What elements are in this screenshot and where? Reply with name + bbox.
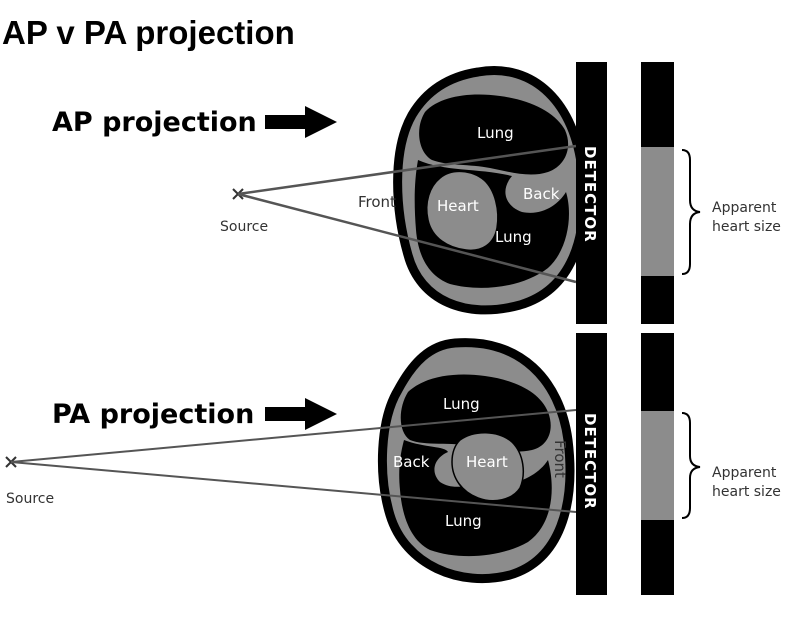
ap-lung-top <box>419 94 569 175</box>
pa-body-section: Lung Back Heart Lung Front <box>377 338 575 583</box>
pa-image-strip <box>641 333 674 595</box>
pa-back-label: Back <box>393 453 430 471</box>
ap-bracket <box>681 149 701 275</box>
pa-front-label: Front <box>551 440 569 478</box>
pa-detector <box>576 333 607 595</box>
pa-heading: PA projection <box>52 399 254 430</box>
ap-detector-label: DETECTOR <box>581 146 599 243</box>
ap-beam-lower <box>237 192 577 284</box>
pa-detector-label: DETECTOR <box>581 413 599 510</box>
ap-source-label: Source <box>220 219 268 235</box>
pa-lung-bottom-label: Lung <box>445 512 482 530</box>
ap-front-label: Front <box>358 193 396 211</box>
ap-heading: AP projection <box>52 107 257 138</box>
pa-heart <box>451 432 525 502</box>
pa-apparent-line2: heart size <box>712 484 781 500</box>
pa-arrow-icon <box>265 398 337 430</box>
ap-heart <box>426 170 499 252</box>
ap-detector <box>576 62 607 324</box>
pa-bracket <box>681 412 701 519</box>
pa-beam-lower <box>10 461 577 513</box>
ap-lung-bottom-label: Lung <box>495 228 532 246</box>
page-title: AP v PA projection <box>2 14 295 51</box>
ap-image-strip <box>641 62 674 324</box>
ap-apparent-line1: Apparent <box>712 200 777 216</box>
pa-source-label: Source <box>6 491 54 507</box>
pa-lung-top-label: Lung <box>443 395 480 413</box>
pa-heart-label: Heart <box>466 453 508 471</box>
pa-lung-top <box>400 374 551 452</box>
pa-lung-bottom <box>399 440 552 557</box>
pa-section: PA projection Lung Back Heart Lung Front… <box>5 333 781 595</box>
pa-apparent-line1: Apparent <box>712 465 777 481</box>
ap-arrow-icon <box>265 106 337 138</box>
ap-lung-top-label: Lung <box>477 124 514 142</box>
pa-beam-upper <box>10 409 577 463</box>
ap-heart-label: Heart <box>437 197 479 215</box>
ap-body-section: Lung Heart Back Lung Front <box>358 66 589 315</box>
ap-beam-upper <box>237 144 577 196</box>
ap-back-label: Back <box>523 185 560 203</box>
ap-section: AP projection Lung Heart Back Lung Front… <box>52 62 781 324</box>
ap-apparent-line2: heart size <box>712 219 781 235</box>
